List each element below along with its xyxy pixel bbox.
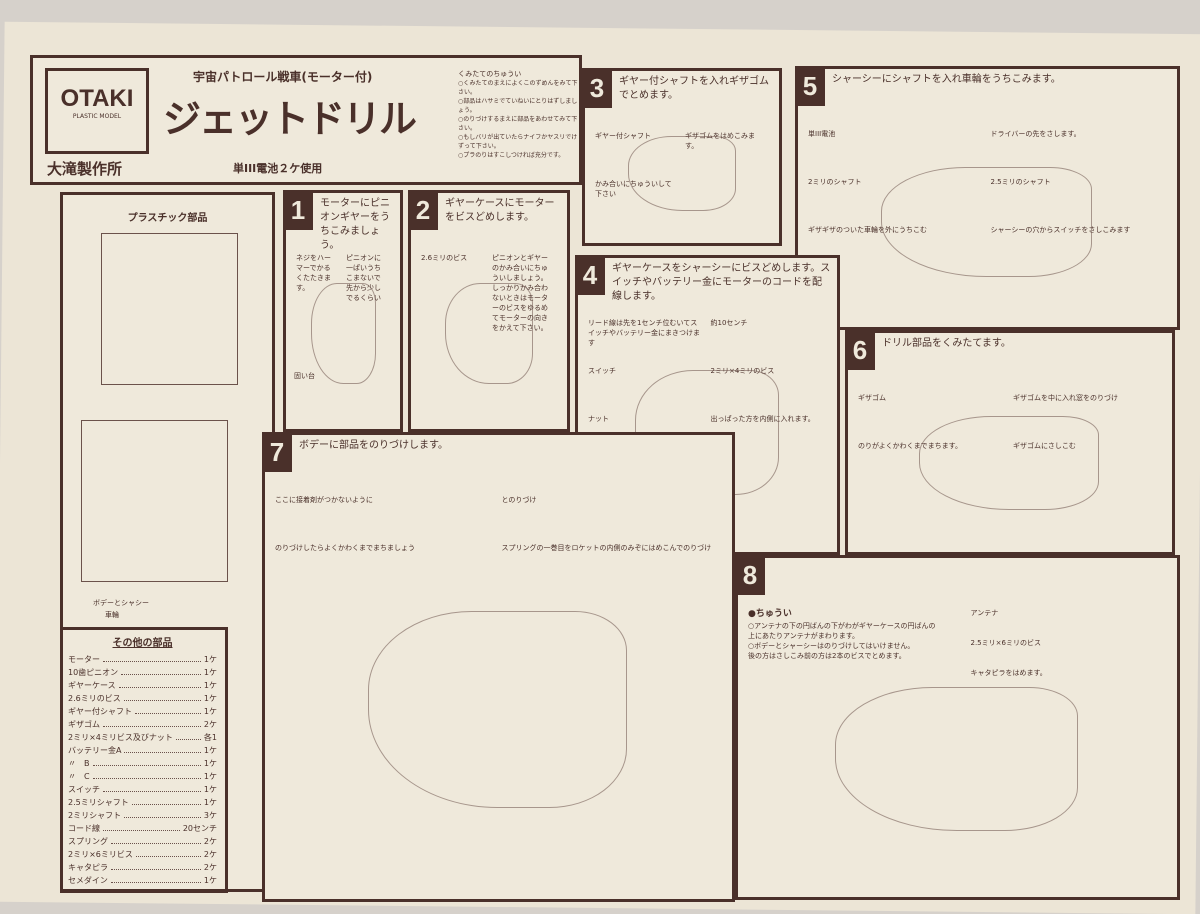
step-note: スプリングの一巻目をロケットの内側のみぞにはめこんでのりづけ [501, 544, 712, 552]
assembly-illustration [445, 282, 534, 384]
step-note: のりづけしたらよくかわくまでまちましょう [275, 544, 415, 552]
step-number: 7 [262, 432, 292, 472]
step-6: 6 ドリル部品をくみたてます。ギザゴム ギザゴムを中に入れ窓をのりづけのりがよくかわ… [845, 330, 1175, 555]
step-note: 2ミリのシャフト [808, 178, 862, 186]
assembly-illustration [311, 282, 376, 384]
step-note: 2.5ミリ×6ミリのビス [970, 639, 1041, 647]
body-sprue [81, 420, 228, 582]
assembly-illustration [834, 686, 1079, 832]
caution-box: ●ちゅうい○アンテナの下の円ばんの下がわがギヤーケースの円ばんの上にあたりアンテ… [748, 609, 936, 660]
step-number: 2 [408, 190, 438, 230]
step-note: ナット [588, 415, 609, 423]
step-note: ギヤー付シャフト [595, 132, 651, 140]
plastic-parts-sprue [101, 233, 238, 385]
step-note: のりがよくかわくまでまちます。 [858, 442, 962, 450]
assembly-illustration [367, 611, 627, 809]
step-instruction: ギヤー付シャフトを入れギザゴムでとめます。 [619, 76, 769, 101]
assembly-notes: くみたてのちゅうい ○くみたてのまえによくこのずめんをみて下さい。○部品はハサミ… [458, 70, 578, 159]
step-number: 3 [582, 68, 612, 108]
maker-name: 大滝製作所 [47, 160, 123, 178]
header-box: OTAKI PLASTIC MODEL 大滝製作所 宇宙パトロール戦車(モーター… [30, 55, 582, 185]
step-number: 4 [575, 255, 605, 295]
step-note: キャタピラをはめます。 [970, 669, 1047, 677]
step-instruction: ドリル部品をくみたてます。 [882, 338, 1011, 349]
step-number: 5 [795, 66, 825, 106]
step-note: ドライバーの先をさします。 [990, 130, 1081, 138]
step-note: リード線は先を1センチ位むいてスイッチやバッテリー金にまきつけます [588, 319, 700, 347]
step-note: 単III電池 [808, 130, 836, 138]
assembly-illustration [881, 167, 1092, 278]
product-title: ジェットドリル [163, 97, 417, 141]
step-5: 5 シャーシーにシャフトを入れ車輪をうちこみます。単III電池 ドライバーの先をさし… [795, 66, 1180, 330]
battery-note: 単III電池２ケ使用 [233, 162, 323, 175]
brand-logo: OTAKI PLASTIC MODEL [45, 68, 149, 154]
step-note: 2.6ミリのビス [421, 254, 468, 262]
step-note: スイッチ [588, 367, 616, 375]
step-instruction: ボデーに部品をのりづけします。 [299, 440, 448, 451]
step-instruction: シャーシーにシャフトを入れ車輪をうちこみます。 [832, 74, 1061, 85]
step-7: 7 ボデーに部品をのりづけします。ここに接着剤がつかないように とのりづけのりづけし… [262, 432, 735, 902]
step-number: 6 [845, 330, 875, 370]
assembly-illustration [627, 136, 737, 211]
step-note: ギザギザのついた車輪を外にうちこむ [808, 226, 927, 234]
step-note: ギザゴムを中に入れ窓をのりづけ [1013, 394, 1118, 402]
step-instruction: ギヤーケースをシャーシーにビスどめします。スイッチやバッテリー金にモーターのコー… [612, 263, 831, 302]
step-instruction: モーターにピニオンギヤーをうちこみましょう。 [320, 198, 390, 251]
step-number: 8 [735, 555, 765, 595]
step-note: とのりづけ [501, 496, 537, 504]
step-note: ここに接着剤がつかないように [275, 496, 373, 504]
subtitle: 宇宙パトロール戦車(モーター付) [193, 70, 373, 84]
step-note: ネジをハーマーでかるくたたきます。 [296, 254, 331, 292]
step-number: 1 [283, 190, 313, 230]
assembly-illustration [919, 416, 1100, 511]
step-note: 約10センチ [710, 319, 748, 327]
step-note: アンテナ [970, 609, 999, 617]
step-note: ギザゴム [858, 394, 886, 402]
other-part-item: 2ミリ×4ミリビス及びナット各1 [68, 733, 217, 742]
step-instruction: ギヤーケースにモーターをビスどめします。 [445, 198, 555, 223]
step-8: 8 アンテナ 2.5ミリ×6ミリのビスキャタピラをはめます。 ●ちゅうい○アンテナの下… [735, 555, 1180, 900]
